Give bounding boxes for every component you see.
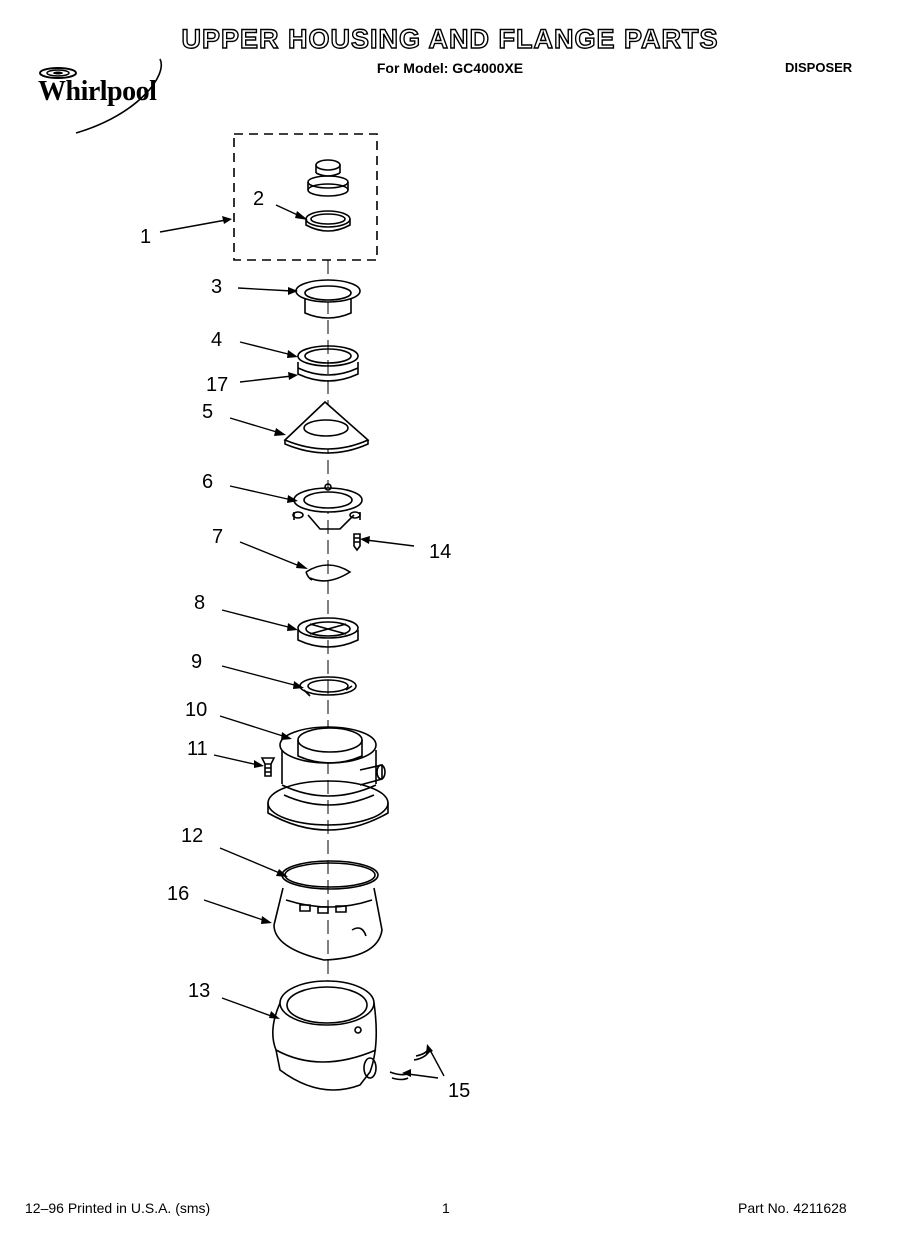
callout-4: 4: [211, 329, 222, 351]
callout-2: 2: [253, 188, 264, 210]
callout-15: 15: [448, 1080, 470, 1102]
callout-14: 14: [429, 541, 451, 563]
part-screw-11: [260, 757, 276, 777]
part-mounting-ring-6: [292, 483, 363, 530]
part-retaining-ring-9: [299, 676, 357, 697]
callout-17: 17: [206, 374, 228, 396]
part-snap-ring-7: [305, 564, 352, 582]
part-gasket-12: [281, 860, 379, 890]
whirlpool-logo-icon: [39, 58, 163, 134]
category-label: DISPOSER: [785, 60, 853, 75]
part-upper-housing-10: [267, 726, 389, 831]
callout-9: 9: [191, 651, 202, 673]
callout-12: 12: [181, 825, 203, 847]
callout-10: 10: [185, 699, 207, 721]
callout-6: 6: [202, 471, 213, 493]
part-number: Part No. 4211628: [738, 1200, 847, 1216]
page-title: UPPER HOUSING AND FLANGE PARTS: [181, 23, 719, 54]
part-backup-flange-5: [283, 400, 370, 454]
page-number: 1: [442, 1200, 450, 1216]
callout-1: 1: [140, 226, 151, 248]
callout-16: 16: [167, 883, 189, 905]
part-lower-housing-13: [272, 980, 378, 1091]
callout-13: 13: [188, 980, 210, 1002]
part-splash-guard-8: [297, 617, 359, 648]
callout-7: 7: [212, 526, 223, 548]
model-subtitle: For Model: GC4000XE: [376, 60, 524, 76]
part-stopper: [307, 159, 349, 197]
callout-8: 8: [194, 592, 205, 614]
callout-5: 5: [202, 401, 213, 423]
part-screw-14: [353, 533, 361, 552]
callout-3: 3: [211, 276, 222, 298]
part-inner-shell-16: [273, 887, 383, 961]
print-info: 12–96 Printed in U.S.A. (sms): [25, 1200, 211, 1216]
part-ring-2: [305, 210, 351, 232]
part-gasket-17: [297, 362, 359, 382]
part-gasket-4: [297, 345, 359, 367]
callout-11: 11: [187, 738, 208, 760]
brand-logo-text: Whirlpool: [38, 76, 157, 107]
